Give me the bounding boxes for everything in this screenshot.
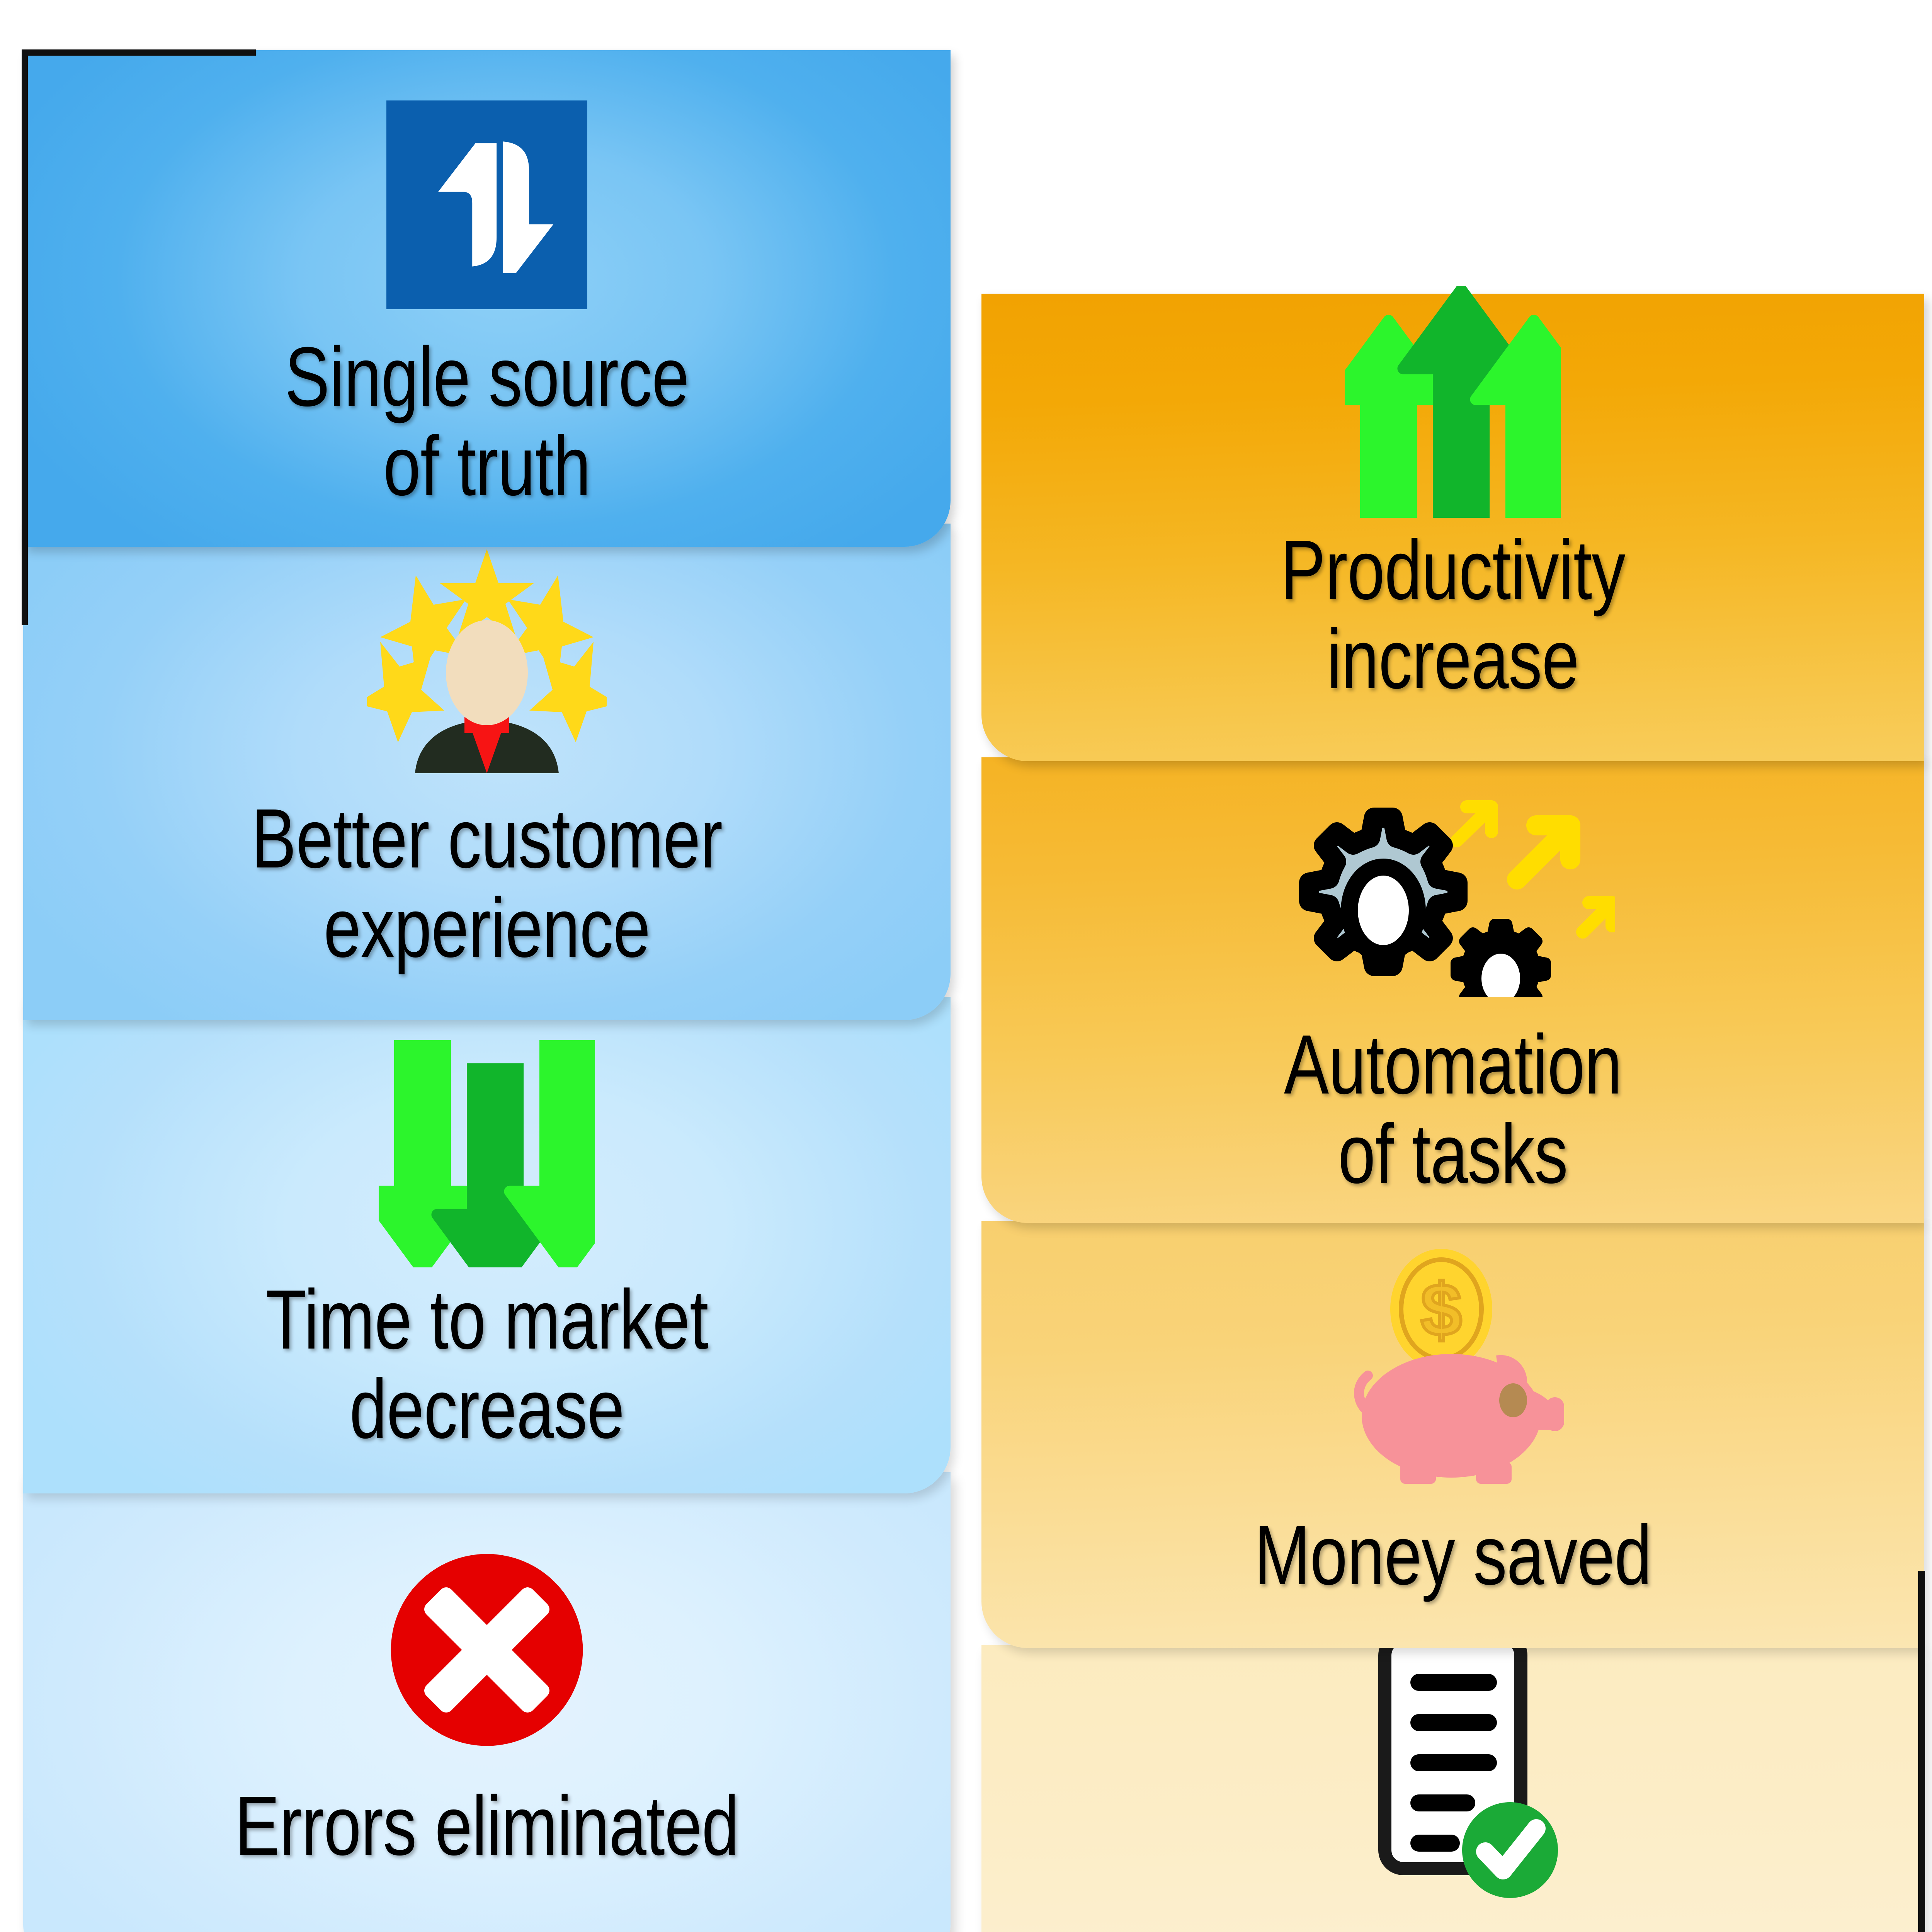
red-x-circle-icon <box>23 1542 951 1758</box>
card-time-to-market-decrease[interactable]: Time to market decrease <box>23 997 951 1493</box>
three-down-arrows-icon <box>379 1040 595 1267</box>
company-logo-icon <box>23 97 951 313</box>
card-label-money-saved: Money saved <box>1254 1509 1652 1602</box>
selection-border-left-edge <box>22 49 28 625</box>
card-single-source-of-truth[interactable]: Single source of truth <box>23 50 951 547</box>
card-label-better-customer-experience: Better customer experience <box>251 792 723 975</box>
svg-text:$: $ <box>1421 1268 1462 1351</box>
document-lines-icon <box>1410 1674 1497 1852</box>
piggy-bank-savings-icon: $ <box>1354 1249 1564 1484</box>
document-check-icon <box>981 1618 1924 1912</box>
card-money-saved[interactable]: $ Money saved <box>981 1221 1924 1648</box>
dollar-coin-icon: $ <box>1390 1249 1492 1369</box>
up-arrows-icon <box>981 282 1924 522</box>
three-up-arrows-icon <box>1345 286 1561 518</box>
card-label-errors-eliminated: Errors eliminated <box>235 1779 739 1873</box>
logo-mark-icon <box>438 141 554 273</box>
piggy-bank-icon: $ <box>981 1236 1924 1484</box>
gears-and-arrows-icon <box>1299 800 1615 997</box>
card-label-single-source-of-truth: Single source of truth <box>284 330 689 514</box>
large-gear-icon <box>1299 808 1468 976</box>
card-productivity-increase[interactable]: Productivity increase <box>981 286 1924 761</box>
card-on-the-fly-data-sheets[interactable]: On-the-fly data sheets <box>981 1630 1924 1932</box>
selection-border-top-left <box>24 49 256 56</box>
card-automation-of-tasks[interactable]: Automation of tasks <box>981 757 1924 1223</box>
error-x-icon <box>391 1554 583 1746</box>
card-label-automation-of-tasks: Automation of tasks <box>1284 1018 1622 1201</box>
down-arrows-icon <box>23 1032 951 1271</box>
green-check-badge-icon <box>1462 1802 1558 1898</box>
gears-icon <box>981 769 1924 1001</box>
card-better-customer-experience[interactable]: Better customer experience <box>23 524 951 1020</box>
datasheet-verified-icon <box>1378 1630 1558 1898</box>
five-star-customer-icon <box>23 539 951 779</box>
card-errors-eliminated[interactable]: Errors eliminated <box>23 1472 951 1932</box>
growth-arrow-icon <box>1450 800 1615 939</box>
selection-border-right-edge <box>1918 1571 1925 1932</box>
customer-rating-icon <box>367 549 607 773</box>
small-gear-icon <box>1451 919 1551 997</box>
card-label-productivity-increase: Productivity increase <box>1281 523 1626 707</box>
card-label-time-to-market-decrease: Time to market decrease <box>265 1273 708 1456</box>
